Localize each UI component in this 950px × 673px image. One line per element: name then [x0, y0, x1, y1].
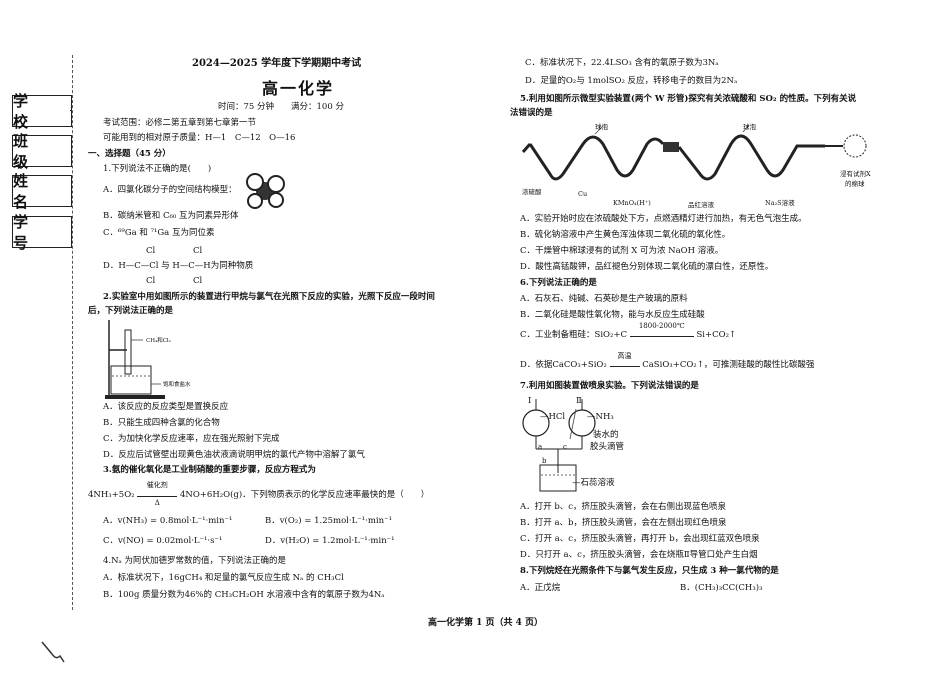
q2-option-d: D．反应后试管壁出现黄色油状液滴说明甲烷的氯代产物中溶解了氯气: [103, 450, 365, 460]
q7-option-a: A．打开 b、c，挤压胶头滴管，会在右侧出现蓝色喷泉: [520, 502, 727, 512]
q1-option-c: C．⁶⁹Ga 和 ⁷¹Ga 互为同位素: [103, 228, 215, 238]
q7-option-d: D．只打开 a、c，挤压胶头滴管，会在烧瓶Ⅱ导管口处产生白烟: [520, 550, 758, 560]
q8-option-b: B．(CH₃)₃CC(CH₃)₃: [680, 583, 763, 593]
q7-valve-a: a: [538, 443, 543, 451]
q1-option-b: B．碳纳米管和 C₆₀ 互为同素异形体: [103, 211, 239, 221]
q6-option-b: B．二氧化硅是酸性氧化物，能与水反应生成硅酸: [520, 310, 705, 320]
q6-option-a: A．石灰石、纯碱、石英砂是生产玻璃的原料: [520, 294, 688, 304]
q3-option-d: D．v(H₂O) = 1.2mol·L⁻¹·min⁻¹: [265, 536, 395, 546]
q1-option-a: A．四氯化碳分子的空间结构模型：: [103, 185, 237, 195]
time-score: 时间：75 分钟 满分：100 分: [218, 102, 344, 112]
q5-cu-label: Cu: [578, 190, 588, 198]
pen-mark: [41, 641, 65, 663]
q2-option-c: C．为加快化学反应速率，应在强光照射下完成: [103, 434, 280, 444]
q4-option-c: C．标准状况下，22.4LSO₃ 含有的氧原子数为3Nₐ: [525, 58, 719, 68]
q7-nh3-label: —NH₃: [587, 412, 614, 422]
q1-stem: 1.下列说法不正确的是( ): [103, 164, 212, 174]
q1-option-d: D．H—C—Cl 与 H—C—H为同种物质: [103, 261, 254, 271]
atomic-mass: 可能用到的相对原子质量：H—1 C—12 O—16: [103, 133, 296, 143]
q2-water-label: 饱和食盐水: [163, 382, 191, 388]
q1-cl-bottom1: Cl: [146, 276, 156, 286]
q7-option-c: C．打开 a、c，挤压胶头滴管，再打开 b，会出现红蓝双色喷泉: [520, 534, 760, 544]
q5-magenta-label: 品红溶液: [688, 201, 714, 209]
q7-valve-c: c: [563, 443, 567, 451]
q2-option-a: A．该反应的反应类型是置换反应: [103, 402, 229, 412]
q5-cotton-label2: 的棉球: [845, 180, 865, 188]
q7-stem: 7.利用如图装置做喷泉实验。下列说法错误的是: [520, 381, 699, 391]
q5-acid-label: 浓硫酸: [522, 188, 542, 196]
q7-litmus-label: —石蕊溶液: [572, 478, 615, 488]
q5-option-c: C．干燥管中棉球浸有的试剂 X 可为浓 NaOH 溶液。: [520, 246, 724, 256]
methane-apparatus-image: [105, 320, 165, 399]
w-tube-apparatus-image: [521, 124, 867, 181]
q3-option-c: C．v(NO) = 0.02mol·L⁻¹·s⁻¹: [103, 536, 223, 546]
q5-stem2: 法错误的是: [510, 108, 553, 118]
q5-bulb1-label: 球泡: [595, 123, 608, 131]
q7-option-b: B．打开 a、b，挤压胶头滴管，会在左侧出现红色喷泉: [520, 518, 727, 528]
q3-option-b: B．v(O₂) = 1.25mol·L⁻¹·min⁻¹: [265, 516, 392, 526]
student-id-field: 学 号: [12, 213, 72, 252]
q2-stem: 2.实验室中用如图所示的装置进行甲烷与氯气在光照下反应的实验，光照下反应一段时间: [103, 292, 435, 302]
class-field: 班 级: [12, 132, 72, 171]
q4-option-a: A．标准状况下，16gCH₄ 和足量的氯气反应生成 Nₐ 的 CH₃Cl: [103, 573, 344, 583]
q5-kmno4-label: KMnO₄(H⁺): [613, 199, 651, 207]
q5-option-d: D．酸性高锰酸钾，品红褪色分别体现二氧化硫的漂白性，还原性。: [520, 262, 774, 272]
exam-title: 2024—2025 学年度下学期期中考试: [192, 58, 362, 69]
q4-option-d: D．足量的O₂与 1molSO₂ 反应，转移电子的数目为2Nₐ: [525, 76, 738, 86]
q7-flask-ii-label: Ⅱ: [576, 396, 582, 406]
q7-dropper-label: 装水的: [593, 430, 619, 440]
q5-stem: 5.利用如图所示微型实验装置(两个 W 形管)探究有关浓硫酸和 SO₂ 的性质。…: [520, 94, 857, 104]
q1-cl-top2: Cl: [193, 246, 203, 256]
q3-stem: 3.氨的催化氧化是工业制硝酸的重要步骤，反应方程式为: [103, 465, 316, 475]
q3-equation: 4NH₃+5O₂ 催化剂 Δ 4NO+6H₂O(g)．下列物质表示的化学反应速率…: [88, 481, 430, 507]
q7-valve-b: b: [542, 457, 547, 465]
q6-stem: 6.下列说法正确的是: [520, 278, 597, 288]
q5-option-b: B．硫化钠溶液中产生黄色浑浊体现二氧化硫的氧化性。: [520, 230, 731, 240]
school-field: 学 校: [12, 92, 72, 131]
page-footer: 高一化学第 1 页（共 4 页）: [428, 618, 544, 628]
q1-cl-top1: Cl: [146, 246, 156, 256]
binding-line: [72, 55, 73, 610]
fountain-apparatus-image: [522, 399, 596, 492]
q4-stem: 4.Nₐ 为阿伏加德罗常数的值，下列说法正确的是: [103, 556, 287, 566]
q2-gas-label: CH₄和Cl₂: [146, 338, 171, 344]
q5-option-a: A．实验开始时应在浓硫酸处下方，点燃酒精灯进行加热，有无色气泡生成。: [520, 214, 807, 224]
q1-cl-bottom2: Cl: [193, 276, 203, 286]
name-field: 姓 名: [12, 172, 72, 211]
ccl4-model-image: [246, 173, 285, 209]
exam-scope: 考试范围：必修二第五章到第七章第一节: [103, 118, 257, 128]
q7-flask-i-label: Ⅰ: [528, 396, 532, 406]
q3-option-a: A．v(NH₃) = 0.8mol·L⁻¹·min⁻¹: [103, 516, 233, 526]
q8-stem: 8.下列烷烃在光照条件下与氯气发生反应，只生成 3 种一氯代物的是: [520, 566, 779, 576]
q7-hcl-label: —HCl: [540, 412, 566, 422]
subject-title: 高一化学: [262, 79, 335, 98]
q2-stem2: 后，下列说法正确的是: [88, 306, 174, 316]
section-title: 一、选择题（45 分）: [88, 149, 171, 159]
q2-option-b: B．只能生成四种含氯的化合物: [103, 418, 220, 428]
q5-bulb2-label: 球泡: [743, 123, 756, 131]
q4-option-b: B．100g 质量分数为46%的 CH₃CH₂OH 水溶液中含有的氧原子数为4N…: [103, 590, 385, 600]
q5-na2s-label: Na₂S溶液: [765, 199, 795, 207]
q6-option-c: C．工业制备粗硅：SiO₂+C 1800-2000℃ Si+CO₂↑: [520, 322, 737, 340]
q7-dropper-label2: 胶头滴管: [590, 442, 625, 452]
q8-option-a: A．正戊烷: [520, 583, 561, 593]
q6-option-d: D．依据CaCO₃+SiO₂ 高温 CaSiO₃+CO₂↑，可推测硅酸的酸性比碳…: [520, 352, 815, 370]
q5-cotton-label: 浸有试剂X: [840, 170, 871, 178]
